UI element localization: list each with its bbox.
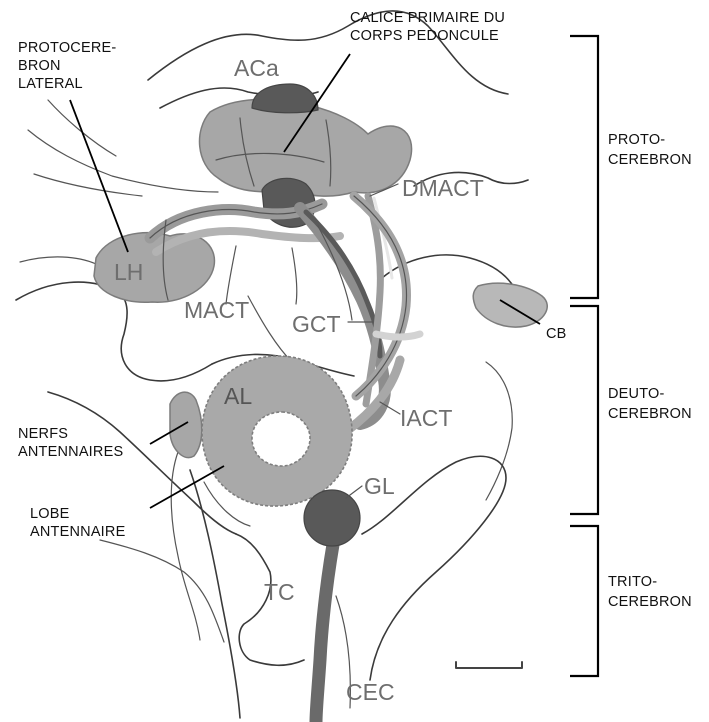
outline-left-ledge	[20, 257, 96, 264]
annotation-pl-line-3: LATERAL	[18, 76, 83, 92]
annotation-cb: CB	[546, 326, 567, 342]
region-trito-line-2: CEREBRON	[608, 594, 692, 610]
outline-left-fibers-2	[34, 174, 142, 196]
region-trito-line-1: TRITO-	[608, 574, 657, 590]
bracket-tritocerebron	[570, 526, 598, 676]
fiber-strand-3	[292, 248, 297, 304]
bracket-deutocerebron	[570, 306, 598, 514]
annotation-nerfs: NERFS ANTENNAIRES	[18, 426, 123, 460]
fiber-strand-2	[226, 246, 236, 304]
aca-accessory-calyx	[252, 84, 318, 113]
region-proto-line-1: PROTO-	[608, 132, 665, 148]
annotation-pl-line-2: BRON	[18, 58, 61, 74]
label-gct: GCT	[292, 311, 341, 337]
tract-cb-link	[376, 334, 420, 337]
label-aca: ACa	[234, 55, 279, 81]
tract-cec-connective	[316, 528, 336, 722]
outline-ventral-left	[190, 470, 240, 718]
bracket-protocerebron	[570, 36, 598, 298]
annotation-calice: CALICE PRIMAIRE DU CORPS PEDONCULE	[350, 10, 505, 44]
annotation-pl-line-1: PROTOCERE-	[18, 40, 116, 56]
outline-left-fibers-3	[48, 100, 116, 156]
scale-bar	[456, 662, 522, 668]
region-deuto-line-1: DEUTO-	[608, 386, 665, 402]
label-mact: MACT	[184, 297, 249, 323]
glomerular-lobe-gl	[304, 490, 360, 546]
annotation-protocerebron-lateral: PROTOCERE- BRON LATERAL	[18, 40, 116, 92]
annotation-lobe-line-1: LOBE	[30, 506, 70, 522]
region-label-trito: TRITO- CEREBRON	[608, 574, 692, 610]
outline-left-curl	[171, 452, 200, 640]
label-al: AL	[224, 383, 252, 409]
region-proto-line-2: CEREBRON	[608, 152, 692, 168]
region-brackets	[570, 36, 598, 676]
antennal-lobe-al	[202, 356, 352, 506]
annotation-calice-line-2: CORPS PEDONCULE	[350, 28, 499, 44]
annotation-calice-line-1: CALICE PRIMAIRE DU	[350, 10, 505, 26]
lateral-horn-lh	[94, 233, 214, 303]
label-tc: TC	[264, 579, 295, 605]
label-cec: CEC	[346, 679, 395, 705]
label-lh: LH	[114, 259, 143, 285]
region-deuto-line-2: CEREBRON	[608, 406, 692, 422]
label-dmact: DMACT	[402, 175, 484, 201]
antennal-nerve	[170, 392, 202, 457]
leader-lobe	[150, 466, 224, 508]
annotation-nerfs-line-1: NERFS	[18, 426, 68, 442]
annotation-lobe: LOBE ANTENNAIRE	[30, 506, 126, 540]
fiber-strand-4	[248, 296, 292, 362]
label-iact: IACT	[400, 405, 452, 431]
leader-protocerebron-lateral	[70, 100, 128, 252]
outline-left-fibers-1	[28, 130, 218, 192]
annotation-lobe-line-2: ANTENNAIRE	[30, 524, 126, 540]
annotation-nerfs-line-2: ANTENNAIRES	[18, 444, 123, 460]
leader-gl	[346, 486, 362, 498]
label-gl: GL	[364, 473, 395, 499]
region-label-proto: PROTO- CEREBRON	[608, 132, 692, 168]
outline-bottom-left	[100, 540, 224, 642]
region-label-deuto: DEUTO- CEREBRON	[608, 386, 692, 422]
outline-far-right	[486, 362, 512, 500]
calyx-left-lobe	[200, 99, 412, 196]
